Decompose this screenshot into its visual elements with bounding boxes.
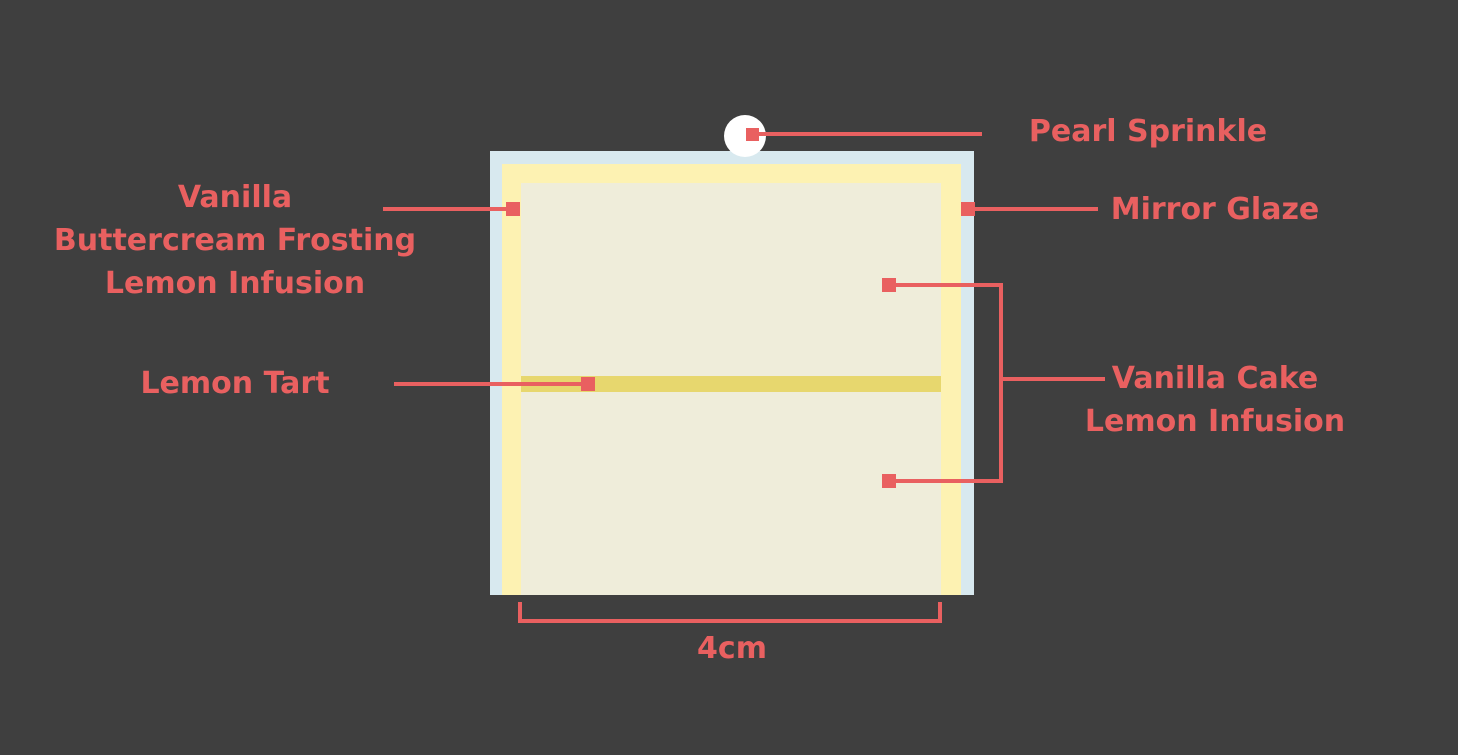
mirror-glaze-marker <box>961 202 975 216</box>
pearl-sprinkle-marker <box>746 128 759 141</box>
mirror-glaze-label: Mirror Glaze <box>1110 192 1320 227</box>
width-dimension-bracket <box>518 602 942 623</box>
frosting-marker <box>506 202 520 216</box>
cake-label: Vanilla Cake Lemon Infusion <box>1084 361 1346 439</box>
lemon-tart-label: Lemon Tart <box>140 366 330 401</box>
width-dimension-label: 4cm <box>697 631 767 666</box>
cake-marker-bottom <box>882 474 896 488</box>
cake-callout-bracket <box>889 283 1003 483</box>
pearl-sprinkle <box>724 115 766 157</box>
frosting-label: Vanilla Buttercream Frosting Lemon Infus… <box>53 180 417 301</box>
lemon-tart-layer <box>521 376 941 392</box>
pearl-sprinkle-label: Pearl Sprinkle <box>1028 114 1268 149</box>
cake-marker-top <box>882 278 896 292</box>
lemon-tart-marker <box>581 377 595 391</box>
